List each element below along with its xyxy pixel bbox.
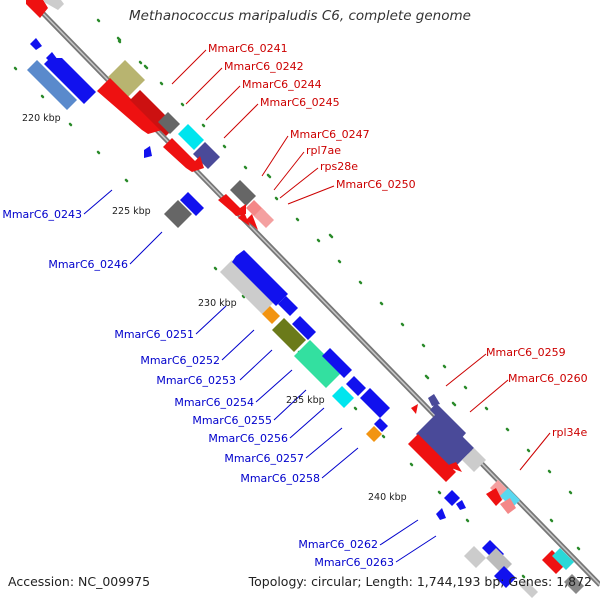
gene-forward[interactable] xyxy=(486,488,502,506)
label-leaders xyxy=(83,49,551,563)
gene-reverse[interactable] xyxy=(292,316,316,340)
gene-forward-0259[interactable] xyxy=(430,403,466,440)
scale-tick-label: 240 kbp xyxy=(368,492,407,503)
gene-forward-rps28e[interactable] xyxy=(254,208,274,228)
gene-reverse[interactable] xyxy=(322,348,352,378)
gene-forward-0244[interactable] xyxy=(158,112,180,134)
gene-reverse[interactable] xyxy=(278,296,298,316)
forward-genes[interactable] xyxy=(26,0,584,594)
label-mmarc6-0245[interactable]: MmarC6_0245 xyxy=(260,96,340,109)
label-mmarc6-0242[interactable]: MmarC6_0242 xyxy=(224,60,304,73)
gene-forward[interactable] xyxy=(163,138,204,172)
gene-reverse[interactable] xyxy=(44,58,96,104)
label-mmarc6-0244[interactable]: MmarC6_0244 xyxy=(242,78,322,91)
gene-forward[interactable] xyxy=(428,394,440,406)
gene-reverse[interactable] xyxy=(520,580,538,598)
gene-reverse[interactable] xyxy=(374,418,388,432)
gene-forward[interactable] xyxy=(446,462,462,472)
label-mmarc6-0251[interactable]: MmarC6_0251 xyxy=(114,328,194,341)
label-mmarc6-0252[interactable]: MmarC6_0252 xyxy=(140,354,220,367)
label-mmarc6-0258[interactable]: MmarC6_0258 xyxy=(240,472,320,485)
gene-reverse[interactable] xyxy=(456,500,466,510)
gene-forward-0260[interactable] xyxy=(416,412,474,470)
label-mmarc6-0256[interactable]: MmarC6_0256 xyxy=(208,432,288,445)
gene-reverse[interactable] xyxy=(144,146,152,158)
label-rpl34e[interactable]: rpl34e xyxy=(552,426,588,439)
gene-forward-0242[interactable] xyxy=(97,78,162,134)
gene-reverse-0246[interactable] xyxy=(164,200,192,228)
scale-tick-label: 225 kbp xyxy=(112,206,151,217)
label-mmarc6-0259[interactable]: MmarC6_0259 xyxy=(486,346,566,359)
label-mmarc6-0263[interactable]: MmarC6_0263 xyxy=(314,556,394,569)
label-mmarc6-0255[interactable]: MmarC6_0255 xyxy=(192,414,272,427)
label-rps28e[interactable]: rps28e xyxy=(320,160,358,173)
label-mmarc6-0246[interactable]: MmarC6_0246 xyxy=(48,258,128,271)
reverse-genes[interactable] xyxy=(27,38,538,598)
scale-tick-label: 230 kbp xyxy=(198,298,237,309)
gene-forward[interactable] xyxy=(552,548,574,570)
gene-forward-0245b[interactable] xyxy=(193,142,220,169)
gene-reverse-0243[interactable] xyxy=(27,60,77,110)
gene-forward[interactable] xyxy=(500,498,516,514)
gene-reverse[interactable] xyxy=(436,508,446,520)
label-mmarc6-0253[interactable]: MmarC6_0253 xyxy=(156,374,236,387)
gene-reverse[interactable] xyxy=(180,192,204,216)
gene-forward[interactable] xyxy=(408,434,456,482)
genome-stats: Topology: circular; Length: 1,744,193 bp… xyxy=(249,574,592,589)
label-mmarc6-0254[interactable]: MmarC6_0254 xyxy=(174,396,254,409)
gene-reverse[interactable] xyxy=(494,566,516,588)
accession-text: Accession: NC_009975 xyxy=(8,574,151,589)
gene-reverse[interactable] xyxy=(464,546,486,568)
gene-forward[interactable] xyxy=(218,194,246,216)
gene-reverse[interactable] xyxy=(360,388,390,418)
gene-forward[interactable] xyxy=(26,0,48,18)
reverse-labels: MmarC6_0243 MmarC6_0246 MmarC6_0251 Mmar… xyxy=(2,208,394,569)
scale-tick-label: 235 kbp xyxy=(286,395,325,406)
gene-reverse-0252[interactable] xyxy=(262,306,280,324)
gene-reverse-0251[interactable] xyxy=(220,260,274,314)
topology-text: Topology: circular; xyxy=(248,574,362,589)
genes-text: Genes: 1,872 xyxy=(508,574,592,589)
gene-reverse-0254[interactable] xyxy=(294,340,342,388)
label-rpl7ae[interactable]: rpl7ae xyxy=(306,144,341,157)
gene-forward-0247[interactable] xyxy=(230,180,256,206)
scale-tick-label: 220 kbp xyxy=(22,113,61,124)
gene-reverse[interactable] xyxy=(30,38,42,50)
gene-forward[interactable] xyxy=(246,214,258,230)
gene-forward-0241[interactable] xyxy=(108,60,145,97)
gene-forward[interactable] xyxy=(44,0,64,10)
gene-forward[interactable] xyxy=(411,404,418,414)
gene-forward-0245[interactable] xyxy=(178,124,204,150)
gene-reverse-0253[interactable] xyxy=(272,318,306,352)
label-mmarc6-0262[interactable]: MmarC6_0262 xyxy=(298,538,378,551)
label-mmarc6-0243[interactable]: MmarC6_0243 xyxy=(2,208,82,221)
label-mmarc6-0241[interactable]: MmarC6_0241 xyxy=(208,42,288,55)
gene-reverse[interactable] xyxy=(346,376,366,396)
gene-reverse-0257[interactable] xyxy=(366,426,382,442)
gene-reverse-0255[interactable] xyxy=(332,386,354,408)
gene-forward[interactable] xyxy=(564,574,584,594)
forward-labels: MmarC6_0241 MmarC6_0242 MmarC6_0244 Mmar… xyxy=(208,42,588,439)
label-mmarc6-0260[interactable]: MmarC6_0260 xyxy=(508,372,588,385)
scale-ticks: 220 kbp 225 kbp 230 kbp 235 kbp 240 kbp xyxy=(22,113,407,503)
map-title: Methanococcus maripaludis C6, complete g… xyxy=(129,8,471,24)
gene-forward-0250[interactable] xyxy=(238,212,250,226)
gene-reverse[interactable] xyxy=(232,250,288,306)
gene-reverse[interactable] xyxy=(444,490,460,506)
label-mmarc6-0247[interactable]: MmarC6_0247 xyxy=(290,128,370,141)
gene-forward[interactable] xyxy=(462,448,486,472)
label-mmarc6-0250[interactable]: MmarC6_0250 xyxy=(336,178,416,191)
label-mmarc6-0257[interactable]: MmarC6_0257 xyxy=(224,452,304,465)
gene-forward[interactable] xyxy=(542,550,566,574)
length-text: Length: 1,744,193 bp; xyxy=(365,574,505,589)
